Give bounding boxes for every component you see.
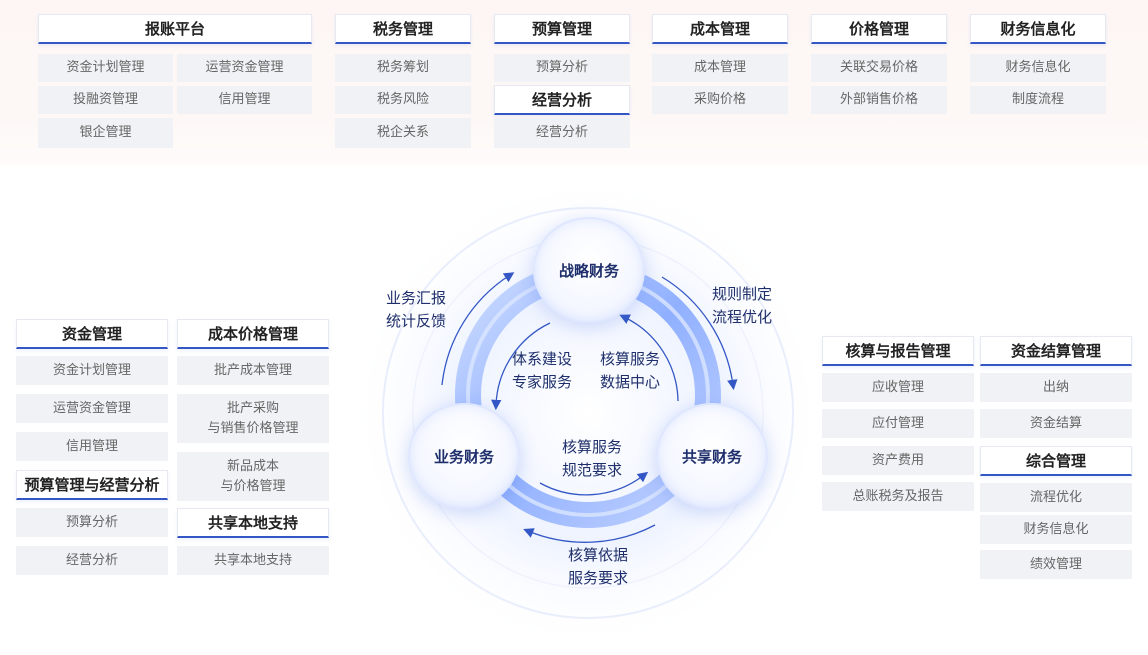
item-system-process[interactable]: 制度流程 [970,86,1106,114]
item-cost-mgmt[interactable]: 成本管理 [652,54,788,82]
label-accounting-basis-service: 核算依据 服务要求 [567,546,628,587]
item-fund-plan-mgmt[interactable]: 资金计划管理 [38,54,173,82]
item-purchase-price[interactable]: 采购价格 [652,86,788,114]
item-operating-fund-mgmt-left[interactable]: 运营资金管理 [16,394,168,423]
header-finance-informatization[interactable]: 财务信息化 [970,14,1106,44]
item-fund-plan-mgmt-left[interactable]: 资金计划管理 [16,356,168,385]
finance-cycle-diagram: 战略财务 业务财务 共享财务 业务汇报 统计反馈 规则制定 流程优化 核算依据 … [340,165,828,653]
item-business-analysis-left[interactable]: 经营分析 [16,546,168,575]
item-operating-fund-mgmt[interactable]: 运营资金管理 [177,54,312,82]
header-price-mgmt[interactable]: 价格管理 [811,14,947,44]
cycle-ring-graphic [348,173,828,653]
item-credit-mgmt[interactable]: 信用管理 [177,86,312,114]
item-budget-analysis-left[interactable]: 预算分析 [16,508,168,537]
header-comprehensive-mgmt[interactable]: 综合管理 [980,446,1132,476]
header-business-analysis[interactable]: 经营分析 [494,85,630,115]
header-tax-mgmt[interactable]: 税务管理 [335,14,471,44]
item-asset-expense[interactable]: 资产费用 [822,446,974,475]
label-business-report-feedback: 业务汇报 统计反馈 [385,289,446,330]
header-budget-business-analysis[interactable]: 预算管理与经营分析 [16,470,168,500]
label-accounting-standard: 核算服务 规范要求 [561,438,622,479]
node-shared-finance[interactable]: 共享财务 [656,403,768,509]
item-finance-informatization[interactable]: 财务信息化 [970,54,1106,82]
item-batch-purchase-sales-price[interactable]: 批产采购 与销售价格管理 [177,394,329,443]
header-cost-price-mgmt[interactable]: 成本价格管理 [177,319,329,349]
item-tax-risk[interactable]: 税务风险 [335,86,471,114]
item-batch-cost-mgmt[interactable]: 批产成本管理 [177,356,329,385]
header-cost-mgmt[interactable]: 成本管理 [652,14,788,44]
item-budget-analysis[interactable]: 预算分析 [494,54,630,82]
label-accounting-data-center: 核算服务 数据中心 [599,350,660,391]
item-cashier[interactable]: 出纳 [980,373,1132,402]
item-process-optimization[interactable]: 流程优化 [980,483,1132,512]
header-fund-mgmt[interactable]: 资金管理 [16,319,168,349]
item-bank-enterprise-mgmt[interactable]: 银企管理 [38,118,173,148]
item-tax-planning[interactable]: 税务筹划 [335,54,471,82]
node-business-finance[interactable]: 业务财务 [408,403,520,509]
header-budget-mgmt[interactable]: 预算管理 [494,14,630,44]
item-ledger-tax-report[interactable]: 总账税务及报告 [822,482,974,511]
item-shared-local-support[interactable]: 共享本地支持 [177,546,329,575]
header-fund-settlement-mgmt[interactable]: 资金结算管理 [980,336,1132,366]
item-fund-settlement[interactable]: 资金结算 [980,409,1132,438]
item-performance-mgmt[interactable]: 绩效管理 [980,550,1132,579]
item-investment-financing-mgmt[interactable]: 投融资管理 [38,86,173,114]
header-accounting-report-mgmt[interactable]: 核算与报告管理 [822,336,974,366]
item-business-analysis[interactable]: 经营分析 [494,118,630,148]
node-strategic-finance[interactable]: 战略财务 [533,217,645,323]
item-payables-mgmt[interactable]: 应付管理 [822,409,974,438]
item-credit-mgmt-left[interactable]: 信用管理 [16,432,168,461]
header-shared-local-support[interactable]: 共享本地支持 [177,508,329,538]
header-reimbursement-platform[interactable]: 报账平台 [38,14,312,44]
item-receivables-mgmt[interactable]: 应收管理 [822,373,974,402]
item-new-product-cost-price[interactable]: 新品成本 与价格管理 [177,452,329,501]
label-system-expert-service: 体系建设 专家服务 [511,350,572,391]
item-external-sales-price[interactable]: 外部销售价格 [811,86,947,114]
item-tax-enterprise-relation[interactable]: 税企关系 [335,118,471,148]
item-related-transaction-price[interactable]: 关联交易价格 [811,54,947,82]
item-finance-informatization-right[interactable]: 财务信息化 [980,515,1132,544]
label-rule-process-optimization: 规则制定 流程优化 [711,285,772,326]
